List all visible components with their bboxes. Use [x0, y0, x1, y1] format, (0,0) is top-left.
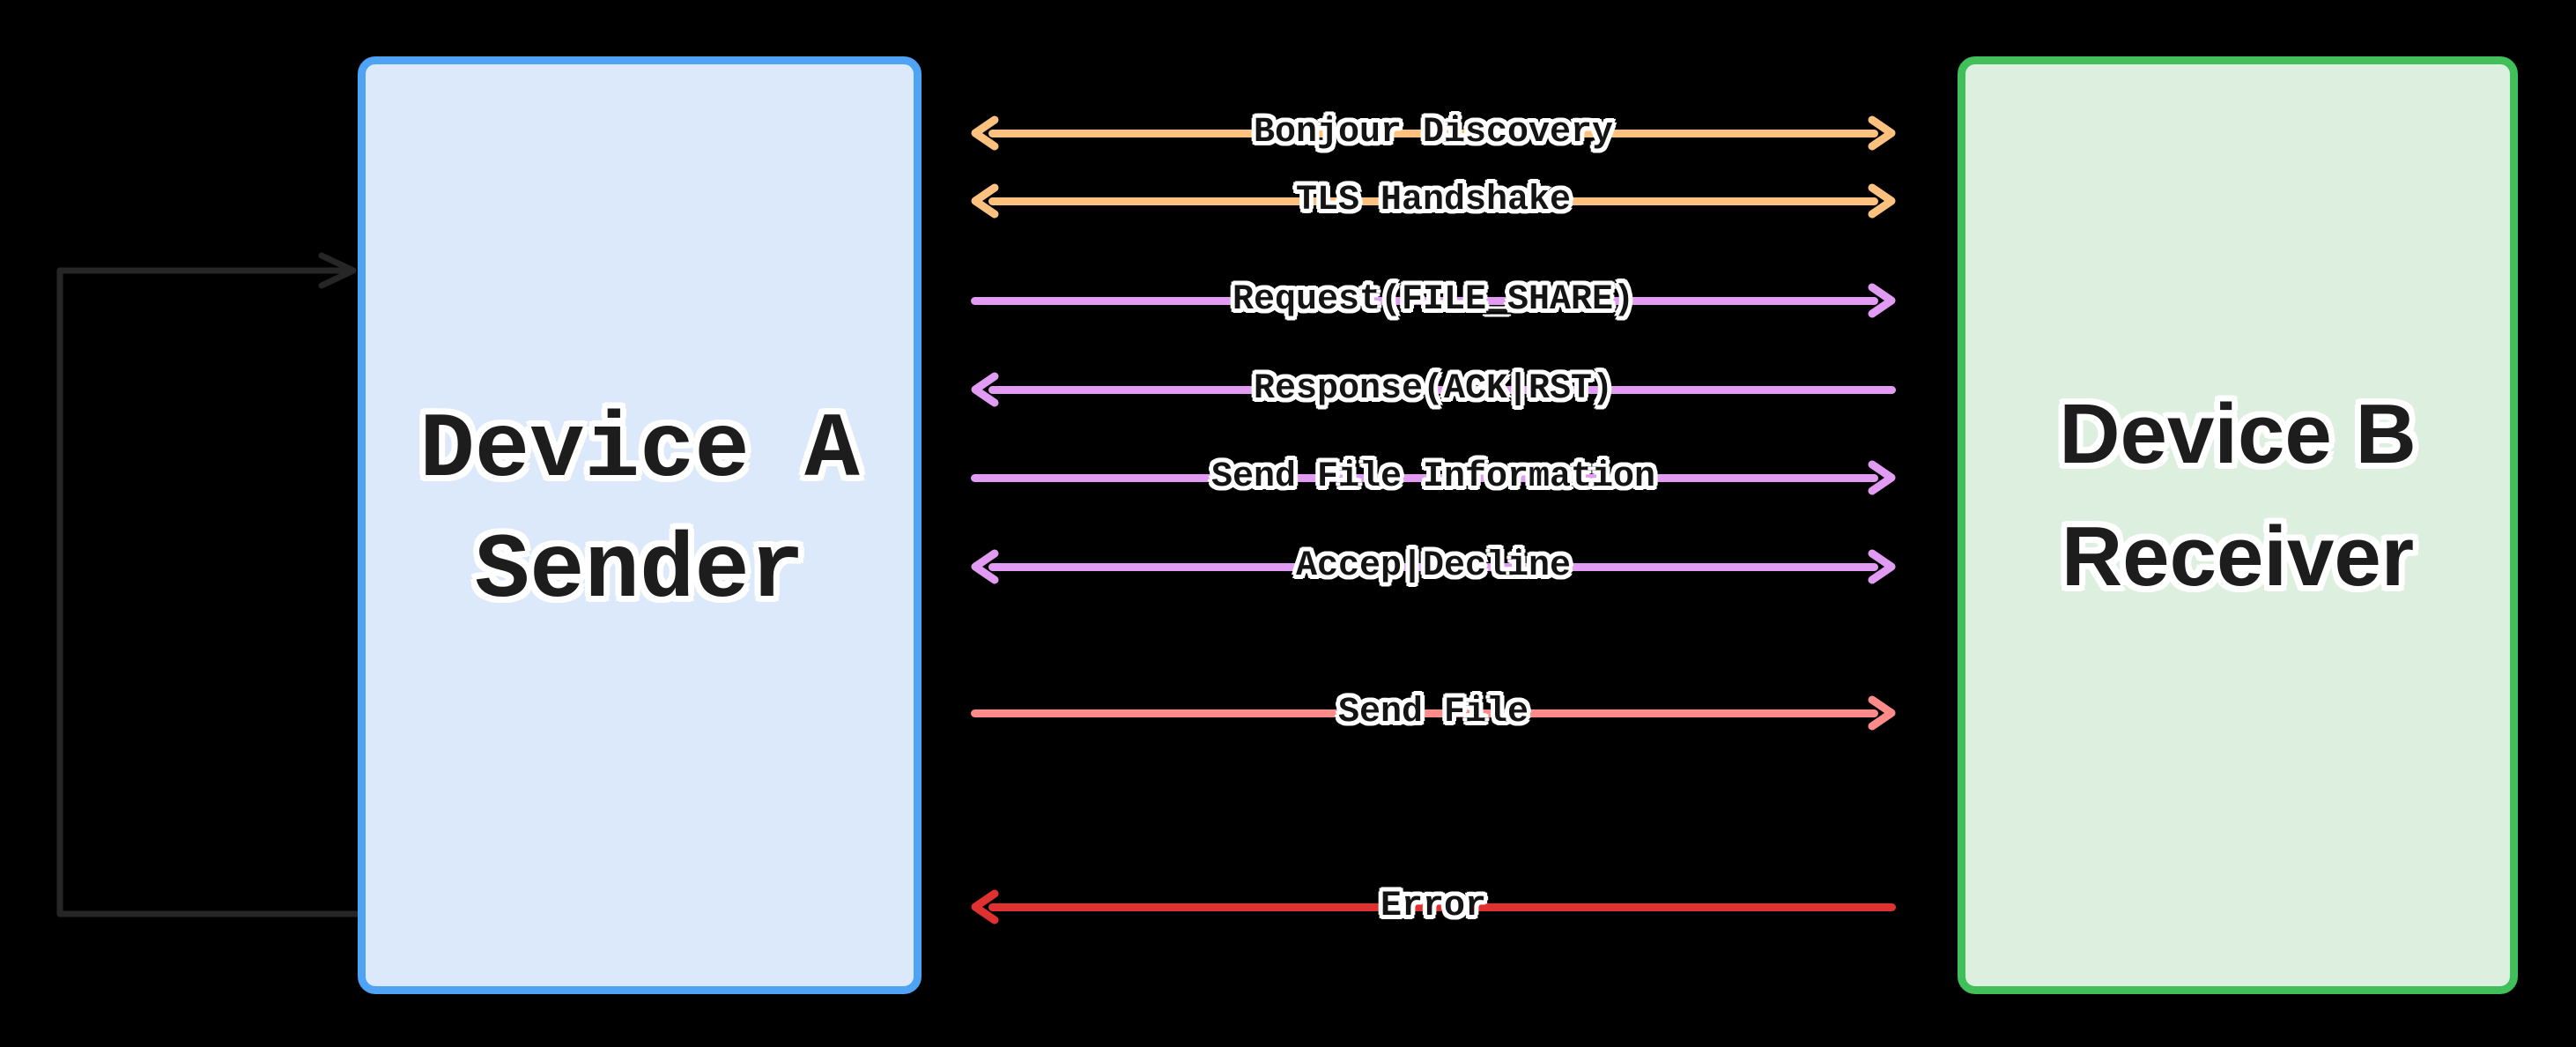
arrowhead-right-icon: [1862, 458, 1900, 497]
message-label: Accep|Decline: [1295, 546, 1572, 586]
message-arrow-row: Response(ACK|RST): [971, 370, 1896, 409]
message-arrow-row: Send File: [971, 694, 1896, 732]
arrow-line: [988, 386, 1896, 394]
arrowhead-right-icon: [1862, 114, 1900, 152]
device-b-box: Device B Receiver: [1958, 56, 2518, 994]
message-arrow-row: Request(FILE_SHARE): [971, 281, 1896, 320]
arrow-line: [988, 563, 1878, 571]
message-arrow-row: Send File Information: [971, 458, 1896, 497]
message-label: TLS Handshake: [1295, 181, 1572, 220]
self-loop-arrowhead-icon: [318, 252, 357, 289]
arrow-line: [988, 130, 1878, 137]
message-label: Bonjour Discovery: [1253, 113, 1614, 152]
message-label: Request(FILE_SHARE): [1232, 280, 1635, 320]
device-a-title: Device A Sender: [419, 391, 859, 634]
message-label: Error: [1380, 887, 1487, 926]
device-b-role: Receiver: [2061, 509, 2415, 604]
arrow-line: [988, 903, 1896, 911]
message-arrow-row: Bonjour Discovery: [971, 114, 1896, 152]
message-label: Response(ACK|RST): [1253, 369, 1614, 409]
arrowhead-right-icon: [1862, 182, 1900, 220]
arrowhead-right-icon: [1862, 694, 1900, 732]
device-a-role: Sender: [474, 520, 805, 624]
arrowhead-left-icon: [966, 370, 1005, 409]
message-label: Send File Information: [1210, 457, 1656, 497]
arrow-line: [988, 197, 1878, 205]
device-b-name: Device B: [2059, 386, 2417, 481]
self-loop-path: [56, 267, 361, 917]
self-loop-arrow: [56, 252, 361, 917]
arrowhead-right-icon: [1862, 281, 1900, 320]
message-label: Send File: [1337, 693, 1529, 732]
message-arrow-row: Accep|Decline: [971, 547, 1896, 586]
arrowhead-left-icon: [966, 547, 1005, 586]
device-a-name: Device A: [419, 398, 860, 503]
device-b-title: Device B Receiver: [2059, 373, 2417, 618]
arrowhead-left-icon: [966, 887, 1005, 926]
arrow-line: [971, 297, 1878, 305]
arrowhead-left-icon: [966, 182, 1005, 220]
message-arrow-row: TLS Handshake: [971, 182, 1896, 220]
device-a-box: Device A Sender: [358, 56, 922, 994]
arrow-line: [971, 474, 1878, 482]
arrow-line: [971, 709, 1878, 717]
message-arrow-row: Error: [971, 887, 1896, 926]
arrowhead-left-icon: [966, 114, 1005, 152]
arrowhead-right-icon: [1862, 547, 1900, 586]
